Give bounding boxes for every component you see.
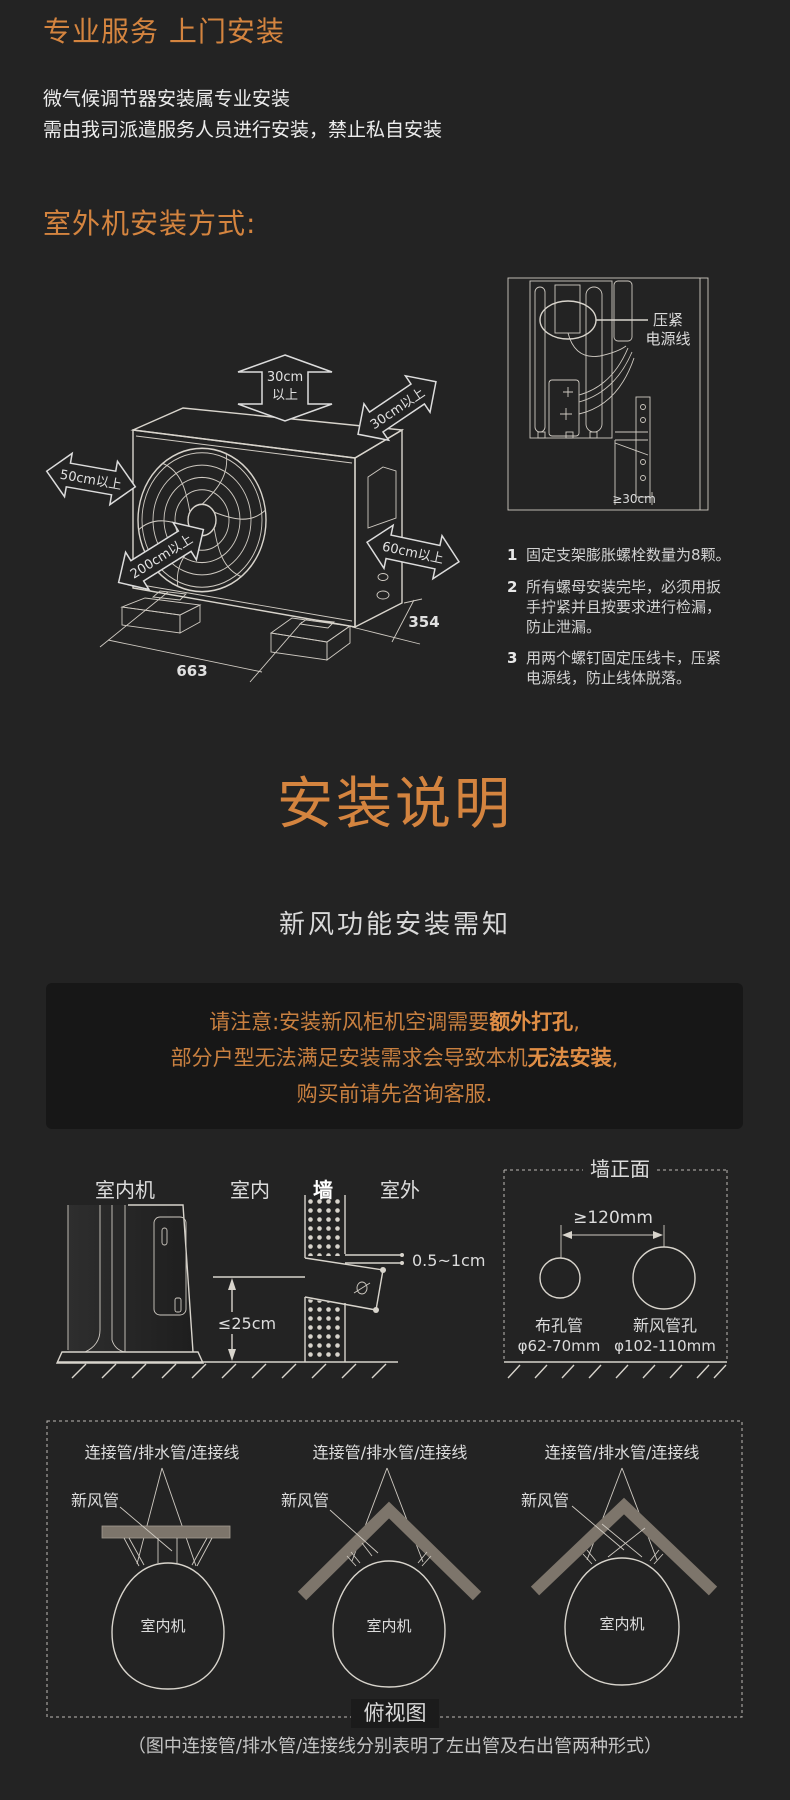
top-view-diagram: 连接管/排水管/连接线 新风管 室内机 连接管/排水管/连接线 新风管: [46, 1420, 743, 1718]
corner-wall-bar: [530, 1497, 718, 1596]
max-height-label: ≤25cm: [218, 1314, 276, 1333]
note-text: 电源线，防止线体脱落。: [526, 669, 692, 687]
fan-icon: [137, 447, 267, 593]
clamp-label: 压紧: [653, 311, 683, 329]
top-view-caption: （图中连接管/排水管/连接线分别表明了左出管及右出管两种形式）: [127, 1736, 663, 1757]
note-number: 1: [507, 546, 518, 564]
svg-text:30cm: 30cm: [267, 370, 303, 385]
depth-dimension: 354: [408, 613, 439, 631]
note-number: 2: [507, 578, 518, 596]
cable-hole-icon: [539, 1257, 581, 1299]
notice-emphasis: 额外打孔: [489, 1010, 574, 1034]
top-view-corner-right: 连接管/排水管/连接线 新风管 室内机: [521, 1443, 718, 1686]
wall-front-title: 墙正面: [590, 1157, 650, 1181]
unit-label: 室内机: [140, 1617, 185, 1635]
indoor-unit-back: [529, 280, 635, 439]
fresh-air-hole-icon: [632, 1246, 696, 1310]
note-item: 1 固定支架膨胀螺栓数量为8颗。: [507, 545, 731, 565]
diameter-icon: [356, 1281, 368, 1295]
power-cord-label: 电源线: [645, 330, 690, 348]
indoor-unit-outline: [332, 1560, 446, 1688]
corner-wall-bar: [297, 1501, 482, 1601]
min-gap-label: ≥30cm: [612, 492, 656, 506]
ground-line: [504, 1361, 727, 1379]
top-view-title: 俯视图: [351, 1699, 439, 1728]
hole-name: 布孔管: [535, 1316, 583, 1335]
wall-section: [304, 1195, 404, 1362]
fresh-air-subheading: 新风功能安装需知: [278, 910, 511, 940]
wall-bracket: [614, 396, 653, 505]
description-line: 微气候调节器安装属专业安装: [43, 88, 291, 110]
spacing-dimension: [560, 1225, 665, 1258]
width-dimension: 663: [176, 662, 207, 680]
outdoor-unit-diagram: 663 354: [45, 354, 461, 683]
outdoor-label: 室外: [380, 1178, 420, 1202]
hole-size: φ102-110mm: [614, 1337, 716, 1355]
fresh-air-pipe-label: 新风管: [281, 1491, 329, 1510]
clearance-arrow-left: 50cm以上: [45, 451, 137, 507]
note-item: 2 所有螺母安装完毕，必须用扳 手拧紧并且按要求进行检漏， 防止泄漏。: [507, 577, 721, 637]
note-text: 手拧紧并且按要求进行检漏，: [526, 598, 722, 616]
clearance-arrow-top: 30cm 以上: [237, 354, 333, 422]
note-item: 3 用两个螺钉固定压线卡，压紧 电源线，防止线体脱落。: [507, 648, 721, 688]
clearance-arrow-back: 30cm以上: [357, 374, 437, 442]
unit-label: 室内机: [599, 1615, 644, 1633]
indoor-unit-outline: [111, 1562, 225, 1690]
notice-line-1: 请注意:安装新风柜机空调需要额外打孔,: [209, 1010, 580, 1034]
notice-emphasis: 无法安装: [527, 1046, 612, 1070]
outdoor-install-title: 室外机安装方式:: [43, 207, 257, 240]
service-description: 微气候调节器安装属专业安装 需由我司派遣服务人员进行安装，禁止私自安装: [43, 84, 442, 146]
note-text: 固定支架膨胀螺栓数量为8颗。: [526, 546, 731, 564]
fresh-air-pipe-label: 新风管: [71, 1491, 119, 1510]
hole-name: 新风管孔: [633, 1316, 697, 1335]
indoor-label: 室内: [230, 1178, 270, 1202]
instructions-heading: 安装说明: [277, 772, 513, 837]
hole-spacing-label: ≥120mm: [573, 1208, 653, 1228]
wall-bar: [101, 1525, 231, 1539]
fresh-air-pipe-label: 新风管: [521, 1491, 569, 1510]
description-line: 需由我司派遣服务人员进行安装，禁止私自安装: [43, 119, 443, 141]
note-number: 3: [507, 649, 518, 667]
indoor-unit-side: [55, 1204, 205, 1364]
side-section-diagram: 室内机 室内 墙 室外 ≤25cm: [55, 1178, 485, 1379]
notice-line-3: 购买前请先咨询客服.: [296, 1082, 493, 1106]
pipes-label: 连接管/排水管/连接线: [545, 1443, 700, 1462]
unit-label: 室内机: [366, 1617, 411, 1635]
hole-size: φ62-70mm: [518, 1337, 601, 1355]
gap-label: 0.5~1cm: [412, 1251, 485, 1270]
dimension-lines: [99, 591, 423, 683]
mounting-detail-diagram: 压紧 电源线 ≥30cm: [507, 277, 709, 511]
clearance-arrow-right: 60cm以上: [365, 523, 461, 581]
note-text: 所有螺母安装完毕，必须用扳: [526, 578, 722, 596]
pipes-label: 连接管/排水管/连接线: [313, 1443, 468, 1462]
top-view-corner-left: 连接管/排水管/连接线 新风管 室内机: [281, 1443, 482, 1688]
top-view-straight-wall: 连接管/排水管/连接线 新风管 室内机: [71, 1443, 240, 1690]
pipes-label: 连接管/排水管/连接线: [85, 1443, 240, 1462]
service-title: 专业服务 上门安装: [43, 15, 285, 48]
note-text: 防止泄漏。: [526, 618, 602, 636]
notice-box: 请注意:安装新风柜机空调需要额外打孔, 部分户型无法满足安装需求会导致本机无法安…: [46, 983, 743, 1129]
outdoor-unit-body: [130, 407, 405, 629]
ground-line: [57, 1361, 398, 1379]
svg-text:以上: 以上: [272, 388, 298, 403]
note-text: 用两个螺钉固定压线卡，压紧: [526, 649, 722, 667]
indoor-unit-outline: [564, 1557, 680, 1686]
notice-line-2: 部分户型无法满足安装需求会导致本机无法安装,: [170, 1046, 619, 1070]
indoor-unit-label: 室内机: [95, 1178, 155, 1202]
wall-front-diagram: 墙正面 ≥120mm 布孔管 φ62-70mm 新风管孔 φ102-110mm: [503, 1157, 728, 1379]
